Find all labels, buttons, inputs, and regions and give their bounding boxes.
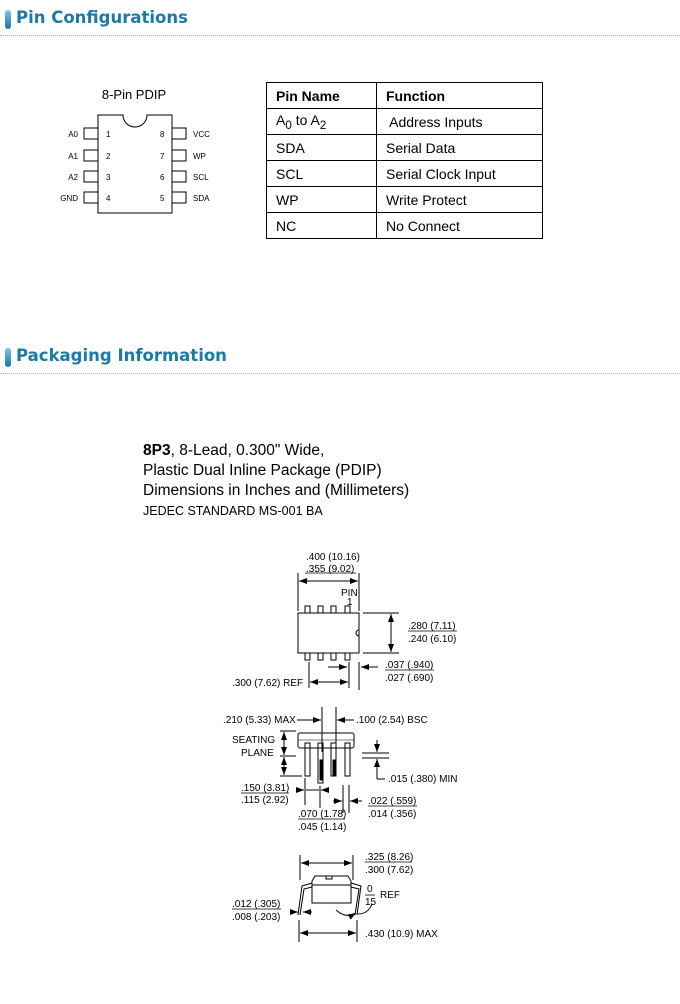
column-header: Function [376,82,543,109]
dim-label: 0 [367,884,373,895]
pin-number: 8 [160,130,165,139]
package-top-view: .400 (10.16) .355 (9.02) PIN 1 .280 (7.1… [232,552,457,690]
dim-label: .355 (9.02) [306,564,354,575]
function-cell: Write Protect [376,186,543,213]
function-cell: Serial Clock Input [376,160,543,187]
dim-label: SEATING [232,735,275,746]
pinout-title: 8-Pin PDIP [102,87,166,102]
dim-label: .015 (.380) MIN [388,774,457,785]
section-title: Pin Configurations [16,8,188,27]
dim-label: .045 (1.14) [298,822,346,833]
pin-label: A1 [68,152,78,161]
dim-label: .022 (.559) [368,796,416,807]
text: , 8-Lead, 0.300" Wide, [170,442,325,459]
divider [0,373,680,374]
dim-label: PLANE [241,748,274,759]
dim-label: .100 (2.54) BSC [356,715,428,726]
pin-number: 3 [106,173,111,182]
package-end-view: .325 (8.26) .300 (7.62) 0 15 REF .012 (.… [232,852,438,942]
pin-label: A0 [68,130,78,139]
pin-number: 2 [106,152,111,161]
dim-label: 15 [365,897,377,908]
pin-number: 6 [160,173,165,182]
pin-name-cell: NC [266,212,377,239]
dim-label: .070 (1.78) [298,809,346,820]
dim-label: .027 (.690) [385,673,433,684]
subscript: 0 [285,118,292,132]
dim-label: REF [380,890,400,901]
section-header-pin-configurations: Pin Configurations [0,0,680,40]
dim-label: .300 (7.62) [365,865,413,876]
dim-label: .150 (3.81) [241,783,289,794]
dim-label: .300 (7.62) REF [232,678,303,689]
package-side-view: .210 (5.33) MAX .100 (2.54) BSC SEATING … [223,707,457,833]
dim-label: 1 [347,597,353,608]
text: A [276,111,286,128]
pin-number: 1 [106,130,111,139]
chip-body [97,114,173,214]
pin-label: WP [193,152,206,161]
text: JEDEC STANDARD MS-001 BA [143,504,323,518]
function-cell: Serial Data [376,134,543,161]
package-description: 8P3, 8-Lead, 0.300" Wide, Plastic Dual I… [143,441,409,521]
dim-label: .325 (8.26) [365,852,413,863]
section-title: Packaging Information [16,346,227,365]
subscript: 2 [319,118,327,132]
dim-label: .400 (10.16) [306,552,360,563]
pin-name-cell: SCL [266,160,377,187]
dim-label: .037 (.940) [385,660,433,671]
text: to A [291,111,320,128]
dim-label: PIN [341,588,358,599]
pin-number: 4 [106,194,111,203]
pin-label: SCL [193,173,209,182]
section-header-packaging: Packaging Information [0,338,680,378]
dim-label: .280 (7.11) [408,621,456,632]
divider [0,35,680,36]
pin-number: 5 [160,194,165,203]
section-bullet-icon [5,348,11,367]
text: Plastic Dual Inline Package (PDIP) [143,462,382,479]
dim-label: .430 (10.9) MAX [365,929,438,940]
pin-label: A2 [68,173,78,182]
package-code: 8P3 [143,442,171,459]
dim-label: .210 (5.33) MAX [223,715,296,726]
section-bullet-icon [5,10,11,29]
dim-label: .008 (.203) [232,912,280,923]
text: Dimensions in Inches and (Millimeters) [143,482,410,499]
pinout-diagram: 8-Pin PDIP A0 A1 A2 GND 1 2 3 4 8 7 6 5 … [60,87,210,214]
dim-label: .240 (6.10) [408,634,456,645]
pin-number: 7 [160,152,165,161]
pin-label: VCC [193,130,210,139]
dim-label: .115 (2.92) [241,795,289,806]
function-cell: No Connect [376,212,543,239]
pin-label: GND [60,194,78,203]
dim-label: .012 (.305) [232,899,280,910]
pin-label: SDA [193,194,210,203]
dim-label: .014 (.356) [368,809,416,820]
